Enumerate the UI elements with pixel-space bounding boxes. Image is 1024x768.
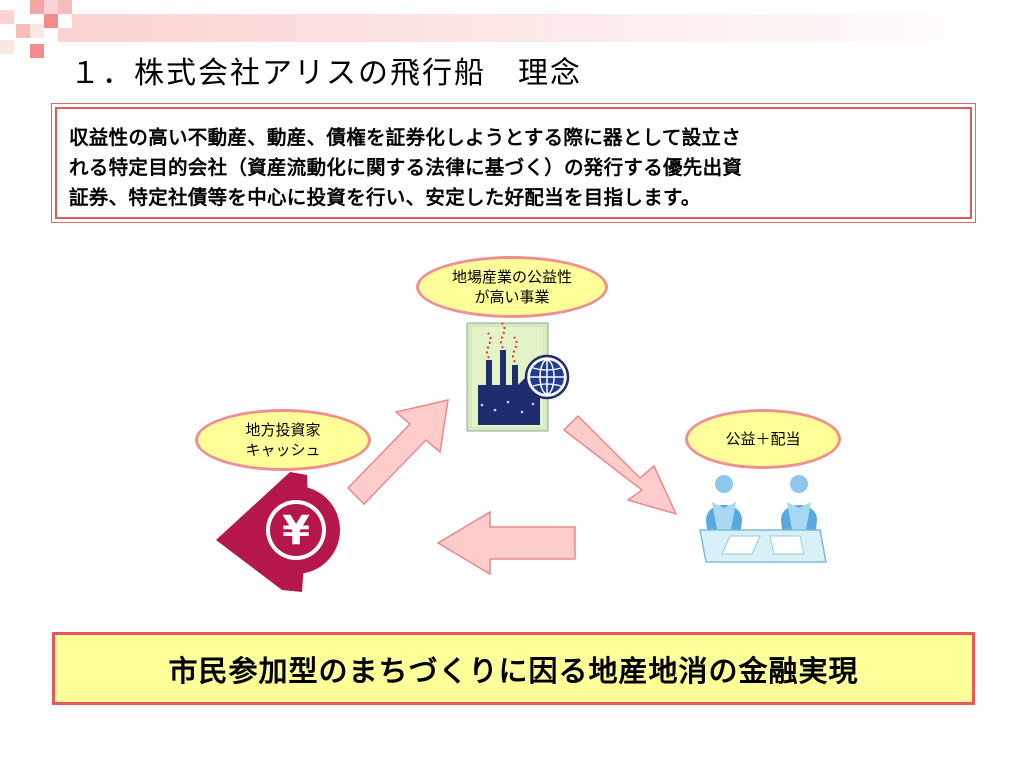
globe-icon <box>524 354 570 400</box>
slogan-text: 市民参加型のまちづくりに因る地産地消の金融実現 <box>168 653 859 688</box>
bubble-local-investors-line1: 地方投資家 <box>245 421 321 439</box>
arrow-up-right <box>346 399 449 506</box>
arrow-left <box>436 510 576 576</box>
bubble-local-investors: 地方投資家 キャッシュ <box>195 409 371 471</box>
bubble-local-investors-line2: キャッシュ <box>245 441 321 459</box>
bubble-public-benefit-label: 公益＋配当 <box>725 430 801 448</box>
corner-decoration <box>0 0 72 58</box>
mission-line: 証券、特定社債等を中心に投資を行い、安定した好配当を目指します。 <box>69 186 701 209</box>
yen-coin-icon: ¥ <box>216 472 340 592</box>
mission-box: 収益性の高い不動産、動産、債権を証券化しようとする際に器として設立さ れる特定目… <box>51 103 976 223</box>
mission-text: 収益性の高い不動産、動産、債権を証券化しようとする際に器として設立さ れる特定目… <box>55 107 972 219</box>
slide-title: １．株式会社アリスの飛行船 理念 <box>70 56 582 91</box>
bubble-public-benefit-dividend: 公益＋配当 <box>685 409 841 469</box>
bubble-local-industry-line2: が高い事業 <box>474 288 550 306</box>
mission-line: れる特定目的会社（資産流動化に関する法律に基づく）の発行する優先出資 <box>69 156 743 179</box>
arrow-down-right <box>562 414 678 516</box>
flow-diagram: ¥ <box>216 322 827 592</box>
bubble-local-industry: 地場産業の公益性 が高い事業 <box>416 256 608 318</box>
yen-symbol: ¥ <box>282 508 310 554</box>
slogan-banner: 市民参加型のまちづくりに因る地産地消の金融実現 <box>52 632 975 705</box>
mission-line: 収益性の高い不動産、動産、債権を証券化しようとする際に器として設立さ <box>69 126 742 149</box>
bubble-local-industry-line1: 地場産業の公益性 <box>451 268 572 286</box>
business-meeting-icon <box>699 475 827 563</box>
header-band <box>72 14 1024 42</box>
